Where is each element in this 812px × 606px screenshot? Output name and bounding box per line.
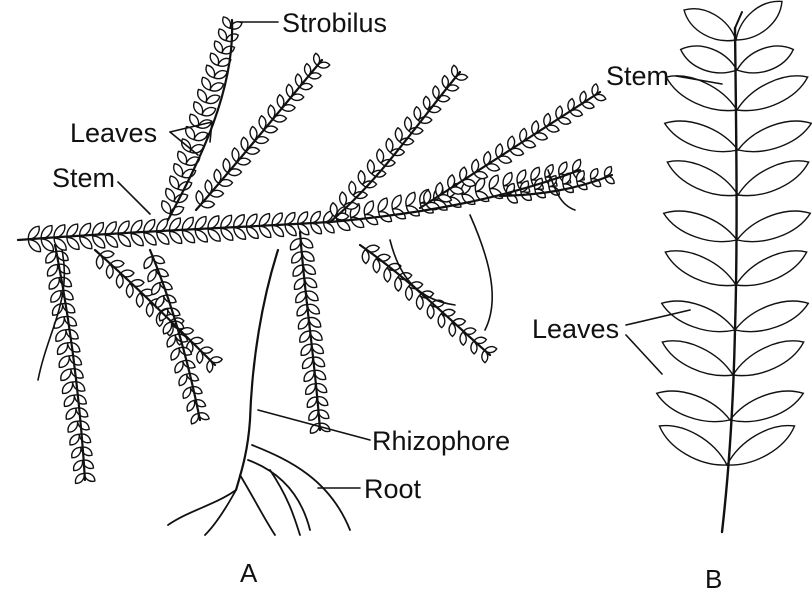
large-leaf-b (726, 383, 807, 431)
large-leaf-b (663, 152, 743, 205)
panel-label-b: B (705, 566, 722, 592)
label-leaves-a: Leaves (70, 120, 157, 147)
label-stem-a: Stem (52, 165, 115, 192)
large-leaf-b (658, 332, 738, 385)
stem-leaf (474, 189, 491, 205)
branch-leaf (449, 323, 456, 337)
branch-leaf (47, 275, 62, 291)
branch-leaf (53, 327, 68, 343)
branch-leaf (62, 393, 77, 409)
branch-down-right (360, 245, 490, 355)
panel-label-a: A (240, 560, 257, 586)
branch-leaf (64, 406, 79, 422)
branch-leaf (69, 445, 83, 460)
branch-down-left-2 (95, 250, 215, 365)
strobilus-leaf (221, 44, 236, 56)
large-leaf-b (728, 332, 808, 385)
large-leaf-b (732, 67, 812, 120)
leader-stem-a (118, 182, 150, 214)
large-leaf-b (678, 0, 741, 49)
large-leaf-b (734, 113, 812, 161)
large-leaf-b (658, 293, 739, 341)
large-leaf-b (721, 416, 800, 474)
root-4 (248, 460, 310, 530)
branch-leaf (55, 340, 70, 356)
branch-leaf (66, 419, 81, 434)
large-leaf-b (733, 39, 797, 81)
large-leaf-b (733, 152, 812, 205)
large-leaf-b (653, 383, 734, 431)
large-leaf-b (660, 203, 741, 251)
label-strobilus: Strobilus (282, 10, 387, 37)
leader-leaves-b-2 (626, 335, 662, 374)
root-6 (270, 470, 300, 535)
root-3 (240, 475, 275, 535)
label-stem-b: Stem (606, 63, 669, 90)
branch-leaf (67, 432, 81, 447)
leaf-layer (25, 0, 812, 485)
rhizophore-right-2 (470, 215, 492, 330)
large-leaf-b (662, 67, 742, 120)
label-leaves-b: Leaves (532, 316, 619, 343)
large-leaf-b (677, 39, 741, 81)
large-leaf-b (733, 203, 812, 251)
branch-leaf (57, 354, 72, 370)
root-2 (205, 490, 236, 535)
label-rhizophore: Rhizophore (372, 428, 510, 455)
stem-leaf (349, 215, 366, 231)
branch-leaf (181, 386, 193, 400)
large-leaf-b (661, 113, 742, 161)
large-leaf-b (661, 242, 741, 295)
large-leaf-b (731, 293, 812, 341)
branch-upper-left (196, 60, 322, 210)
large-leaf-b (731, 242, 811, 295)
label-root: Root (364, 476, 421, 503)
large-leaf-b (654, 416, 733, 474)
branch-leaf (58, 367, 73, 383)
branch-leaf (60, 380, 75, 396)
large-leaf-b (729, 0, 789, 49)
